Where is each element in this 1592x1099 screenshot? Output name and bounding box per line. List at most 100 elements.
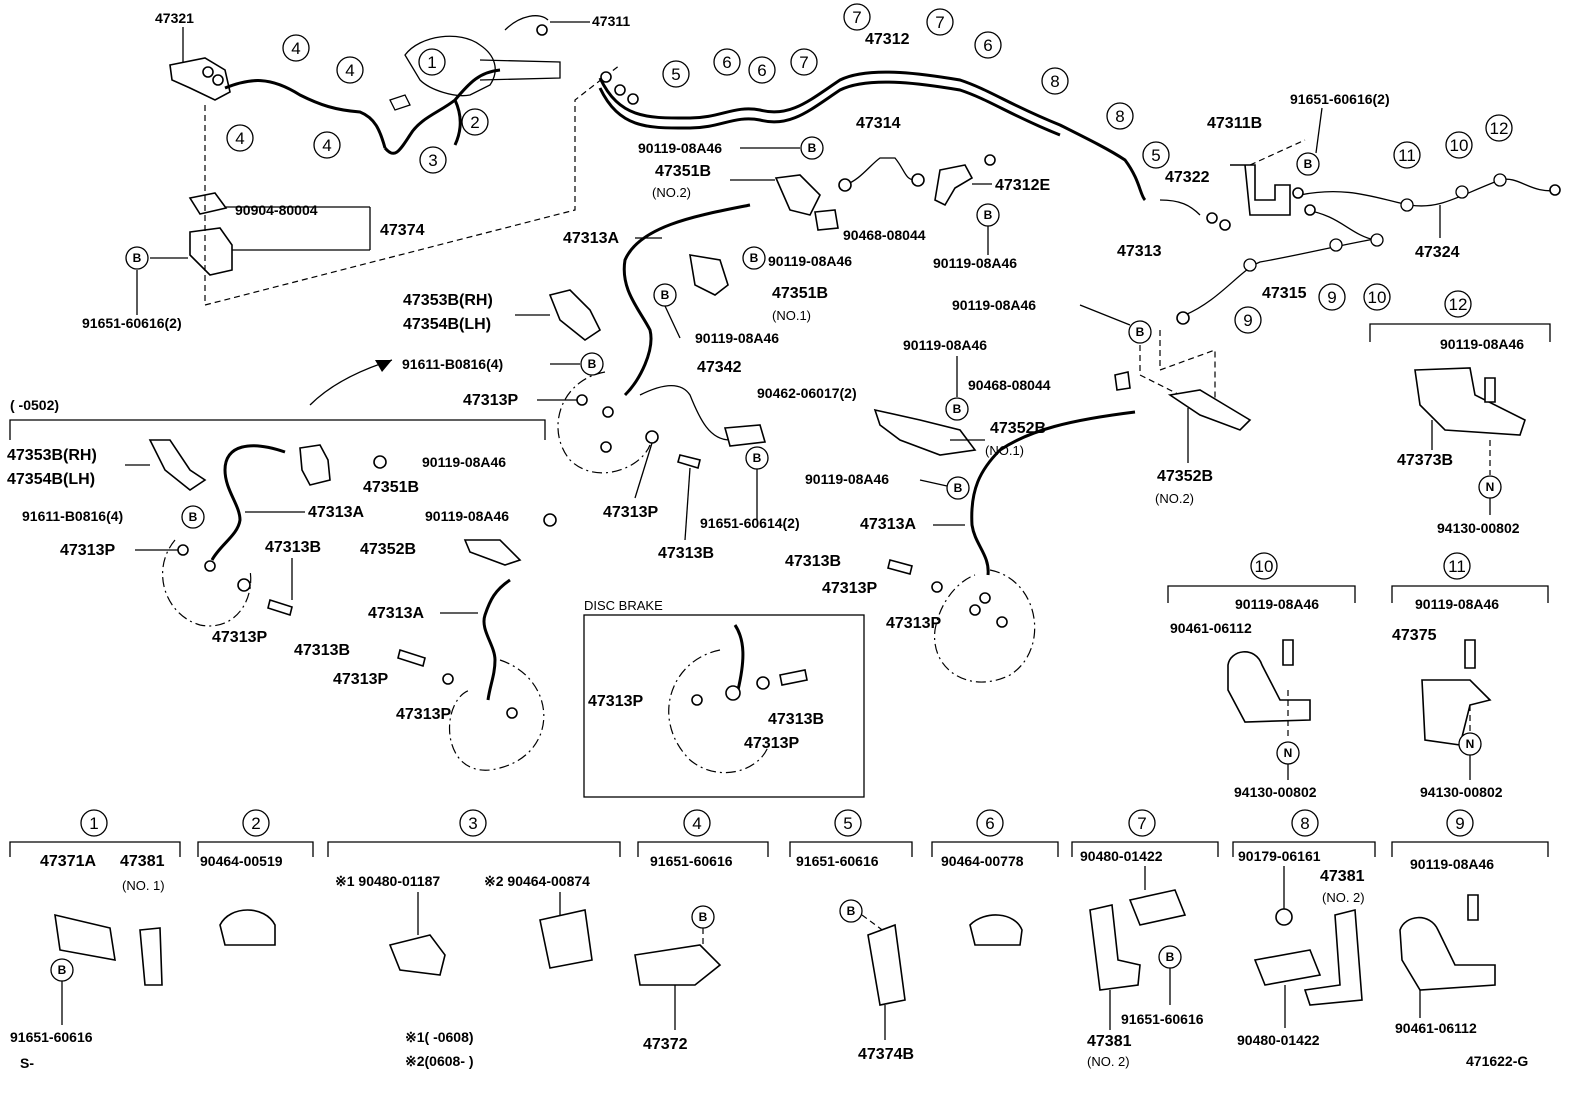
callout-7: 7 [843, 3, 871, 31]
callout-11: 11 [1443, 552, 1471, 580]
label-range-0502: ( -0502) [10, 397, 59, 413]
svg-text:4: 4 [345, 61, 354, 80]
bracket-47381-no2 [1303, 908, 1363, 1006]
label-90119-08A46: 90119-08A46 [1440, 336, 1524, 352]
label-91651-60616-2-left: 91651-60616(2) [82, 315, 182, 331]
label-disc-brake: DISC BRAKE [584, 598, 663, 613]
label-90480-01187: ※1 90480-01187 [335, 873, 440, 889]
callout-7: 7 [790, 48, 818, 76]
callout-4: 4 [313, 131, 341, 159]
bolt-head-icon [202, 66, 214, 78]
callout-b: B [1158, 945, 1182, 969]
callout-6: 6 [976, 809, 1004, 837]
svg-text:7: 7 [935, 13, 944, 32]
callout-6: 6 [974, 31, 1002, 59]
label-90464-00778: 90464-00778 [941, 853, 1024, 869]
nut-90179-06161 [1275, 908, 1293, 926]
label-47315: 47315 [1262, 285, 1307, 302]
label-47374: 47374 [380, 222, 425, 239]
label-90461-06112: 90461-06112 [1395, 1020, 1477, 1036]
clamp-90461-06112 [1227, 651, 1311, 723]
disc-brake-inset [583, 614, 865, 798]
svg-text:10: 10 [1255, 557, 1274, 576]
svg-text:B: B [954, 481, 963, 495]
label-90904-80004: 90904-80004 [235, 202, 318, 218]
clamp-90480-01187 [388, 934, 446, 976]
svg-text:8: 8 [1050, 72, 1059, 91]
svg-text:11: 11 [1398, 146, 1416, 165]
svg-text:B: B [753, 451, 762, 465]
clamp-90464-00778 [969, 914, 1023, 946]
label-47342: 47342 [697, 359, 742, 376]
reservoir-line [504, 15, 549, 31]
callout-9: 9 [1234, 306, 1262, 334]
svg-text:B: B [189, 510, 198, 524]
label-footnote-1: ※1( -0608) [405, 1029, 474, 1045]
callout-11: 11 [1393, 141, 1421, 169]
tube-47314 [844, 157, 916, 186]
label-47313B: 47313B [265, 539, 321, 556]
label-47352B: 47352B [360, 541, 416, 558]
bolt-icon [677, 454, 701, 470]
bracket-47321 [169, 57, 231, 101]
label-94130-00802: 94130-00802 [1234, 784, 1317, 800]
label-47371A: 47371A [40, 853, 96, 870]
label-47375: 47375 [1392, 627, 1437, 644]
callout-7: 7 [926, 8, 954, 36]
bracket-47353B [548, 289, 602, 341]
nut-icon [614, 84, 626, 96]
callout-4: 4 [336, 56, 364, 84]
callout-12: 12 [1485, 114, 1513, 142]
label-no2s: (NO. 2) [1087, 1054, 1130, 1069]
label-47324: 47324 [1415, 244, 1460, 261]
callout-6: 6 [748, 56, 776, 84]
label-s-mark: S- [20, 1055, 34, 1071]
label-91611-B0816-4: 91611-B0816(4) [402, 356, 503, 372]
label-47354B-lh: 47354B(LH) [403, 316, 491, 333]
svg-text:5: 5 [671, 65, 680, 84]
hose-47313A-center [622, 203, 751, 397]
callout-b: B [181, 505, 205, 529]
label-47354B-lh: 47354B(LH) [7, 471, 95, 488]
label-90119-08A46: 90119-08A46 [1235, 596, 1319, 612]
main-brake-tube-47312 [598, 70, 1147, 202]
callout-7: 7 [1128, 809, 1156, 837]
svg-text:3: 3 [468, 814, 477, 833]
label-90179-06161: 90179-06161 [1238, 848, 1321, 864]
tube-47315 [1184, 237, 1381, 316]
bracket-47351B-no2 [774, 174, 821, 216]
label-footnote-2: ※2(0608- ) [405, 1053, 474, 1069]
callout-10: 10 [1250, 552, 1278, 580]
label-47313P: 47313P [588, 693, 643, 710]
svg-text:4: 4 [692, 814, 701, 833]
bracket-47353B [148, 439, 207, 491]
brake-tube [224, 79, 387, 149]
callout-n: N [1478, 475, 1502, 499]
label-47311B: 47311B [1207, 115, 1262, 132]
label-90119-08A46: 90119-08A46 [1410, 856, 1494, 872]
label-47381: 47381 [1087, 1033, 1132, 1050]
label-47313P: 47313P [463, 392, 518, 409]
svg-text:7: 7 [852, 8, 861, 27]
callout-b: B [580, 352, 604, 376]
clamp-90461-06112 [1399, 916, 1496, 991]
label-90119-08A46: 90119-08A46 [1415, 596, 1499, 612]
front-left-tube-assembly [150, 15, 621, 306]
nut-icon [911, 173, 925, 187]
label-91651-60616-2-right: 91651-60616(2) [1290, 91, 1390, 107]
label-47351B: 47351B [772, 285, 828, 302]
svg-text:5: 5 [1151, 146, 1160, 165]
callout-5: 5 [662, 60, 690, 88]
label-90468-08044: 90468-08044 [968, 377, 1051, 393]
label-47374B: 47374B [858, 1046, 914, 1063]
svg-text:10: 10 [1450, 136, 1469, 155]
label-47313P: 47313P [822, 580, 877, 597]
bolt-head-icon [212, 74, 224, 86]
clamp-90480-01422 [1128, 889, 1187, 926]
nut-icon [627, 93, 639, 105]
svg-text:2: 2 [251, 814, 260, 833]
label-47322: 47322 [1165, 169, 1210, 186]
svg-text:9: 9 [1455, 814, 1464, 833]
brake-tube [383, 68, 501, 155]
svg-text:B: B [1304, 157, 1313, 171]
